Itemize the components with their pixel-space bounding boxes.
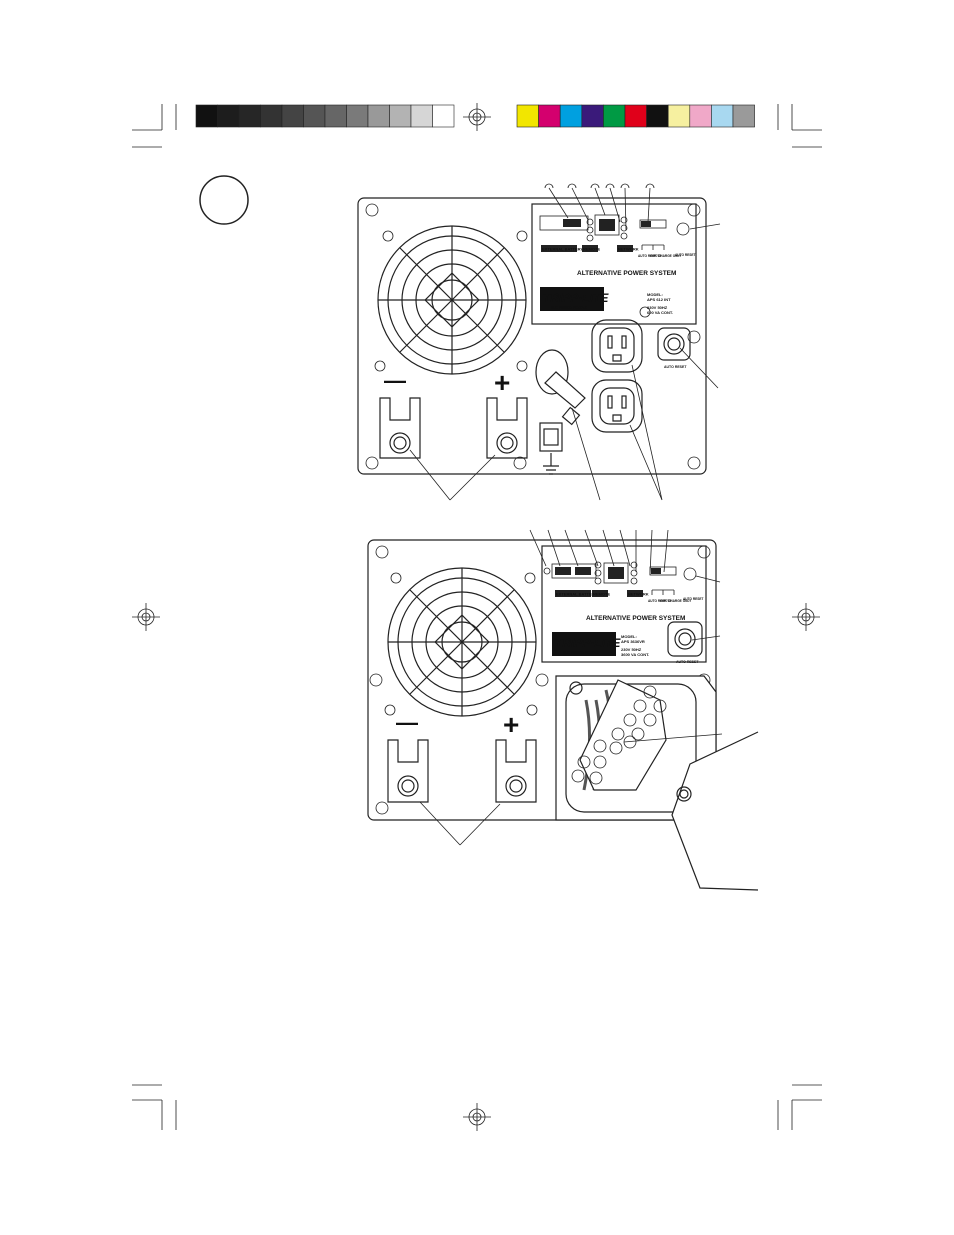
calibration-swatch — [217, 104, 240, 128]
panel-title-top: ALTERNATIVE POWER SYSTEM — [577, 270, 676, 277]
calibration-swatch — [689, 104, 712, 128]
switch-label-1-bottom: AUTO REMOTE — [648, 599, 672, 603]
calibration-swatch — [367, 104, 390, 128]
reset-label-top: AUTO RESET — [675, 253, 696, 257]
callout-lines-bottom — [419, 529, 723, 846]
dc-input-terminal-negative-bottom — [387, 739, 429, 803]
switch-label-3-bottom: CHARGE ONLY — [668, 599, 692, 603]
negative-terminal-sign: — — [384, 368, 406, 393]
color-calibration-bar — [516, 104, 755, 128]
calibration-swatch — [389, 104, 412, 128]
ac-input-breaker — [535, 349, 586, 426]
calibration-swatch — [432, 104, 455, 128]
calibration-swatch — [667, 104, 691, 128]
control-label-plate-top: EXTERNAL BATTERY REMOTE NETWORK AUTO REM… — [531, 203, 697, 325]
negative-terminal-sign-bottom: — — [396, 710, 418, 735]
model-heading-bottom: MODEL: — [621, 634, 637, 639]
terminal-cover-plate — [671, 731, 759, 891]
calibration-swatch — [324, 104, 347, 128]
brand-logo-bottom: TRIPP·LITE — [555, 636, 621, 650]
dc-input-terminal-negative — [379, 397, 421, 459]
gray-calibration-bar — [195, 104, 455, 128]
callout-ticks — [544, 183, 655, 189]
rating-line2-bottom: 3600 VA CONT. — [621, 652, 649, 657]
switch-label-3-top: CHARGE ONLY — [658, 254, 682, 258]
calibration-swatch — [516, 104, 539, 128]
positive-terminal-sign: + — [494, 367, 510, 398]
remote-label-bottom: REMOTE — [593, 592, 610, 597]
dc-input-terminal-positive-bottom — [495, 739, 537, 803]
cooling-fan — [377, 225, 527, 375]
calibration-swatch — [281, 104, 304, 128]
model-heading-top: MODEL: — [647, 292, 663, 297]
calibration-swatch — [260, 104, 283, 128]
calibration-swatch — [238, 104, 261, 128]
calibration-swatch — [346, 104, 369, 128]
control-label-plate-bottom: EXTERNAL BATTERY REMOTE NETWORK AUTO REM… — [541, 545, 707, 663]
calibration-swatch — [303, 104, 326, 128]
terminal-block-screws — [571, 685, 667, 785]
calibration-swatch — [603, 104, 626, 128]
positive-terminal-sign-bottom: + — [503, 709, 519, 740]
reset-button-top — [657, 327, 691, 361]
chassis-ground-lug — [539, 422, 563, 475]
rating-line1-top: 230V 50HZ — [647, 305, 668, 310]
reset-label-bottom: AUTO RESET — [683, 597, 704, 601]
brand-tagline-bottom: THE POWER PEOPLE — [563, 651, 600, 655]
reset-button-label-top: AUTO RESET — [664, 365, 687, 369]
brand-logo-top: TRIPP·LITE — [543, 291, 609, 305]
external-battery-label-bottom: EXTERNAL BATTERY — [556, 592, 597, 597]
network-label-bottom: NETWORK — [628, 592, 649, 597]
switch-label-2-bottom: OFF — [660, 599, 666, 603]
ac-outlet-upper — [591, 319, 643, 373]
panel-title-bottom: ALTERNATIVE POWER SYSTEM — [586, 615, 685, 622]
registration-target-bottom — [463, 1103, 491, 1131]
model-value-top: APS 612 INT — [647, 297, 671, 302]
callout-lines-top — [409, 187, 721, 501]
rating-line1-bottom: 230V 50HZ — [621, 647, 642, 652]
registration-target-top — [463, 103, 491, 131]
crop-marks — [132, 104, 822, 1130]
network-label-top: NETWORK — [618, 247, 639, 252]
switch-label-1-top: AUTO REMOTE — [638, 254, 662, 258]
calibration-swatch — [581, 104, 604, 128]
reset-button-bottom — [667, 621, 703, 657]
dc-input-terminal-positive — [486, 397, 528, 459]
bottom-inverter-panel: — + EXTERNAL BATTERY REMOTE — [367, 529, 759, 891]
calibration-swatch — [732, 104, 755, 128]
ac-outlet-lower — [591, 379, 643, 433]
registration-target-left — [132, 603, 160, 631]
calibration-swatch — [646, 104, 669, 128]
top-inverter-panel: — + — [357, 187, 721, 501]
calibration-swatch — [711, 104, 734, 128]
rating-line2-top: 600 VA CONT. — [647, 310, 673, 315]
calibration-swatch — [410, 104, 433, 128]
calibration-swatch — [624, 104, 647, 128]
step-number-badge — [199, 175, 249, 225]
model-value-bottom: APS 3636VR — [621, 639, 645, 644]
external-battery-label-top: EXTERNAL BATTERY — [542, 247, 583, 252]
brand-tagline-top: THE POWER PEOPLE — [551, 306, 588, 310]
reset-button-label-bottom: AUTO RESET — [676, 660, 699, 664]
registration-target-right — [792, 603, 820, 631]
switch-label-2-top: OFF — [650, 254, 656, 258]
remote-label-top: REMOTE — [583, 247, 600, 252]
cooling-fan-bottom — [387, 567, 537, 717]
calibration-swatch — [559, 104, 583, 128]
calibration-swatch — [538, 104, 561, 128]
calibration-swatch — [195, 104, 218, 128]
